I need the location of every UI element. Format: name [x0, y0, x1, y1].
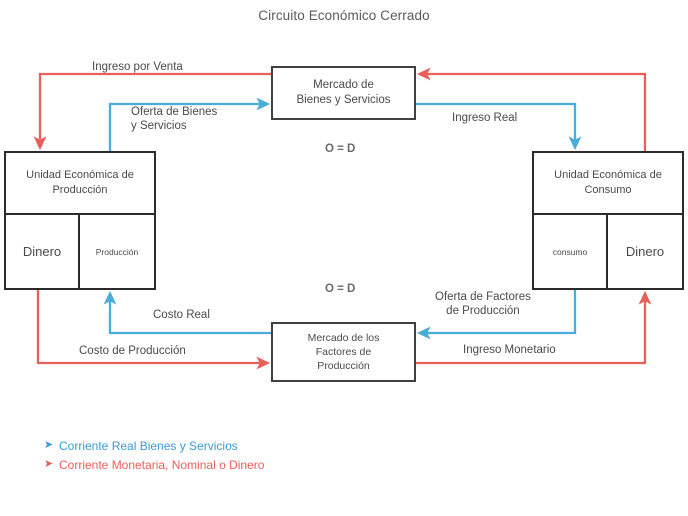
- arrow-costo-real: [103, 290, 271, 335]
- arrow-gasto-consumo-red: [416, 67, 647, 151]
- market-goods-line2: Bienes y Servicios: [296, 94, 391, 106]
- node-unit-consumption[interactable]: Unidad Económica de Consumo consumo Dine…: [532, 151, 684, 290]
- unit-production-line2: de Producción: [52, 169, 134, 196]
- node-market-goods-services[interactable]: Mercado de Bienes y Servicios: [271, 66, 416, 120]
- label-costo-de-produccion: Costo de Producción: [79, 345, 186, 357]
- arrow-marker-icon: ➤: [44, 458, 54, 470]
- label-oferta-de-factores-de-produccion: Oferta de Factores de Producción: [435, 291, 531, 317]
- arrow-ingreso-real: [416, 102, 582, 151]
- unit-consumption-line1: Unidad Económica: [554, 169, 647, 181]
- unit-consumption-cell-dinero: Dinero: [625, 244, 665, 259]
- unit-production-header: Unidad Económica de Producción: [6, 153, 154, 215]
- arrow-oferta-de-factores: [416, 290, 577, 340]
- legend-item-monetary-flow: ➤ Corriente Monetaria, Nominal o Dinero: [44, 455, 264, 474]
- unit-consumption-cell-consumo: consumo: [534, 215, 608, 288]
- unit-production-line1: Unidad Económica: [26, 169, 119, 181]
- node-market-factors-production[interactable]: Mercado de los Factores de Producción: [271, 322, 416, 382]
- legend-item-real-flow: ➤ Corriente Real Bienes y Servicios: [44, 436, 264, 455]
- arrow-costo-de-produccion: [36, 290, 271, 370]
- unit-consumption-cells: consumo Dinero: [534, 215, 682, 288]
- label-ingreso-monetario: Ingreso Monetario: [463, 344, 556, 356]
- label-equilibrium-bottom: O = D: [325, 283, 356, 295]
- label-oferta-de-bienes-y-servicios: Oferta de Bienes y Servicios: [131, 106, 218, 132]
- unit-production-cells: Dinero Producción: [6, 215, 154, 288]
- label-equilibrium-top: O = D: [325, 143, 356, 155]
- label-ingreso-real: Ingreso Real: [452, 112, 518, 124]
- page-title: Circuito Económico Cerrado: [258, 8, 430, 23]
- market-factors-line2: Factores de: [315, 346, 372, 358]
- arrow-ingreso-monetario: [416, 290, 652, 365]
- arrow-ingreso-por-venta: [33, 72, 271, 151]
- unit-consumption-header: Unidad Económica de Consumo: [534, 153, 682, 215]
- market-goods-line1: Mercado de: [313, 79, 374, 91]
- label-costo-real: Costo Real: [153, 309, 210, 321]
- arrow-marker-icon: ➤: [44, 439, 54, 451]
- arrow-oferta-bienes-servicios: [108, 97, 271, 151]
- unit-consumption-line2: de Consumo: [584, 169, 662, 196]
- legend-label-monetary-flow: Corriente Monetaria, Nominal o Dinero: [59, 457, 265, 472]
- market-factors-line1: Mercado de los: [307, 332, 380, 344]
- unit-production-cell-produccion: Producción: [95, 246, 139, 257]
- node-unit-production[interactable]: Unidad Económica de Producción Dinero Pr…: [4, 151, 156, 290]
- legend: ➤ Corriente Real Bienes y Servicios ➤ Co…: [44, 436, 264, 474]
- legend-label-real-flow: Corriente Real Bienes y Servicios: [59, 438, 238, 453]
- unit-production-cell-dinero: Dinero: [6, 215, 80, 288]
- label-ingreso-por-venta: Ingreso por Venta: [92, 61, 183, 73]
- market-factors-line3: Producción: [317, 360, 370, 372]
